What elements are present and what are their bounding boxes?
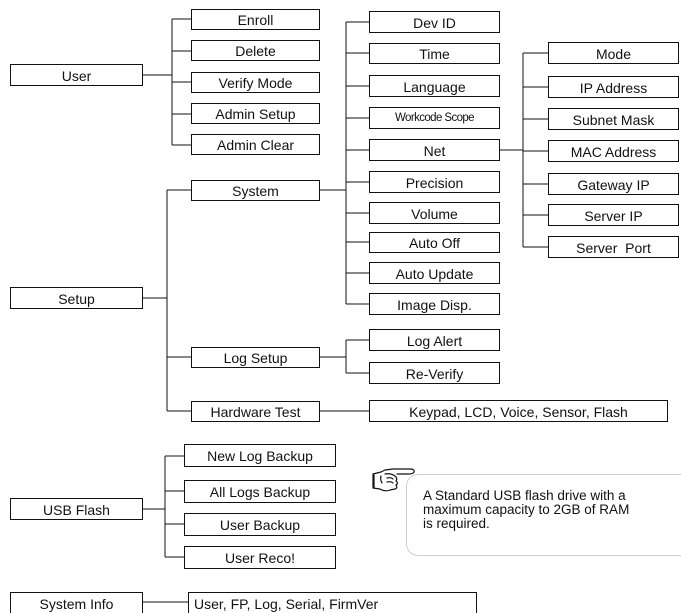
node-hardware-test: Hardware Test: [191, 401, 320, 422]
node-verify-mode: Verify Mode: [191, 72, 320, 93]
node-language: Language: [369, 75, 500, 97]
node-log-alert: Log Alert: [369, 329, 500, 351]
node-hardware-test-detail: Keypad, LCD, Voice, Sensor, Flash: [369, 400, 668, 422]
node-system-info-detail: User, FP, Log, Serial, FirmVer: [188, 592, 477, 613]
node-enroll: Enroll: [191, 9, 320, 30]
node-subnet-mask: Subnet Mask: [548, 108, 679, 130]
node-user-reco: User Reco!: [184, 546, 336, 569]
node-usb-flash: USB Flash: [10, 498, 143, 520]
node-auto-update: Auto Update: [369, 262, 500, 284]
node-all-logs-backup: All Logs Backup: [184, 480, 336, 503]
node-volume: Volume: [369, 202, 500, 224]
node-workcode-scope: Workcode Scope: [369, 107, 500, 129]
node-server-port: Server Port: [548, 236, 679, 258]
node-system: System: [191, 180, 320, 201]
node-time: Time: [369, 43, 500, 64]
node-dev-id: Dev ID: [369, 11, 500, 33]
node-delete: Delete: [191, 40, 320, 61]
node-log-setup: Log Setup: [191, 347, 320, 368]
usb-requirement-note: A Standard USB flash drive with a maximu…: [406, 474, 681, 556]
node-setup: Setup: [10, 287, 143, 309]
node-gateway-ip: Gateway IP: [548, 173, 679, 195]
note-line-3: is required.: [423, 516, 490, 531]
pointing-hand-icon: [372, 468, 415, 492]
note-line-2: maximum capacity to 2GB of RAM: [423, 502, 630, 517]
node-server-ip: Server IP: [548, 204, 679, 226]
node-mode: Mode: [548, 42, 679, 64]
node-net: Net: [369, 139, 500, 161]
node-ip-address: IP Address: [548, 76, 679, 98]
node-user: User: [10, 64, 143, 86]
node-precision: Precision: [369, 171, 500, 193]
node-user-backup: User Backup: [184, 513, 336, 536]
node-re-verify: Re-Verify: [369, 362, 500, 384]
note-line-1: A Standard USB flash drive with a: [423, 488, 626, 503]
node-new-log-backup: New Log Backup: [184, 444, 336, 467]
node-mac-address: MAC Address: [548, 140, 679, 162]
node-admin-clear: Admin Clear: [191, 134, 320, 155]
node-system-info: System Info: [10, 592, 143, 613]
node-image-disp: Image Disp.: [369, 293, 500, 315]
node-auto-off: Auto Off: [369, 232, 500, 253]
node-admin-setup: Admin Setup: [191, 103, 320, 124]
